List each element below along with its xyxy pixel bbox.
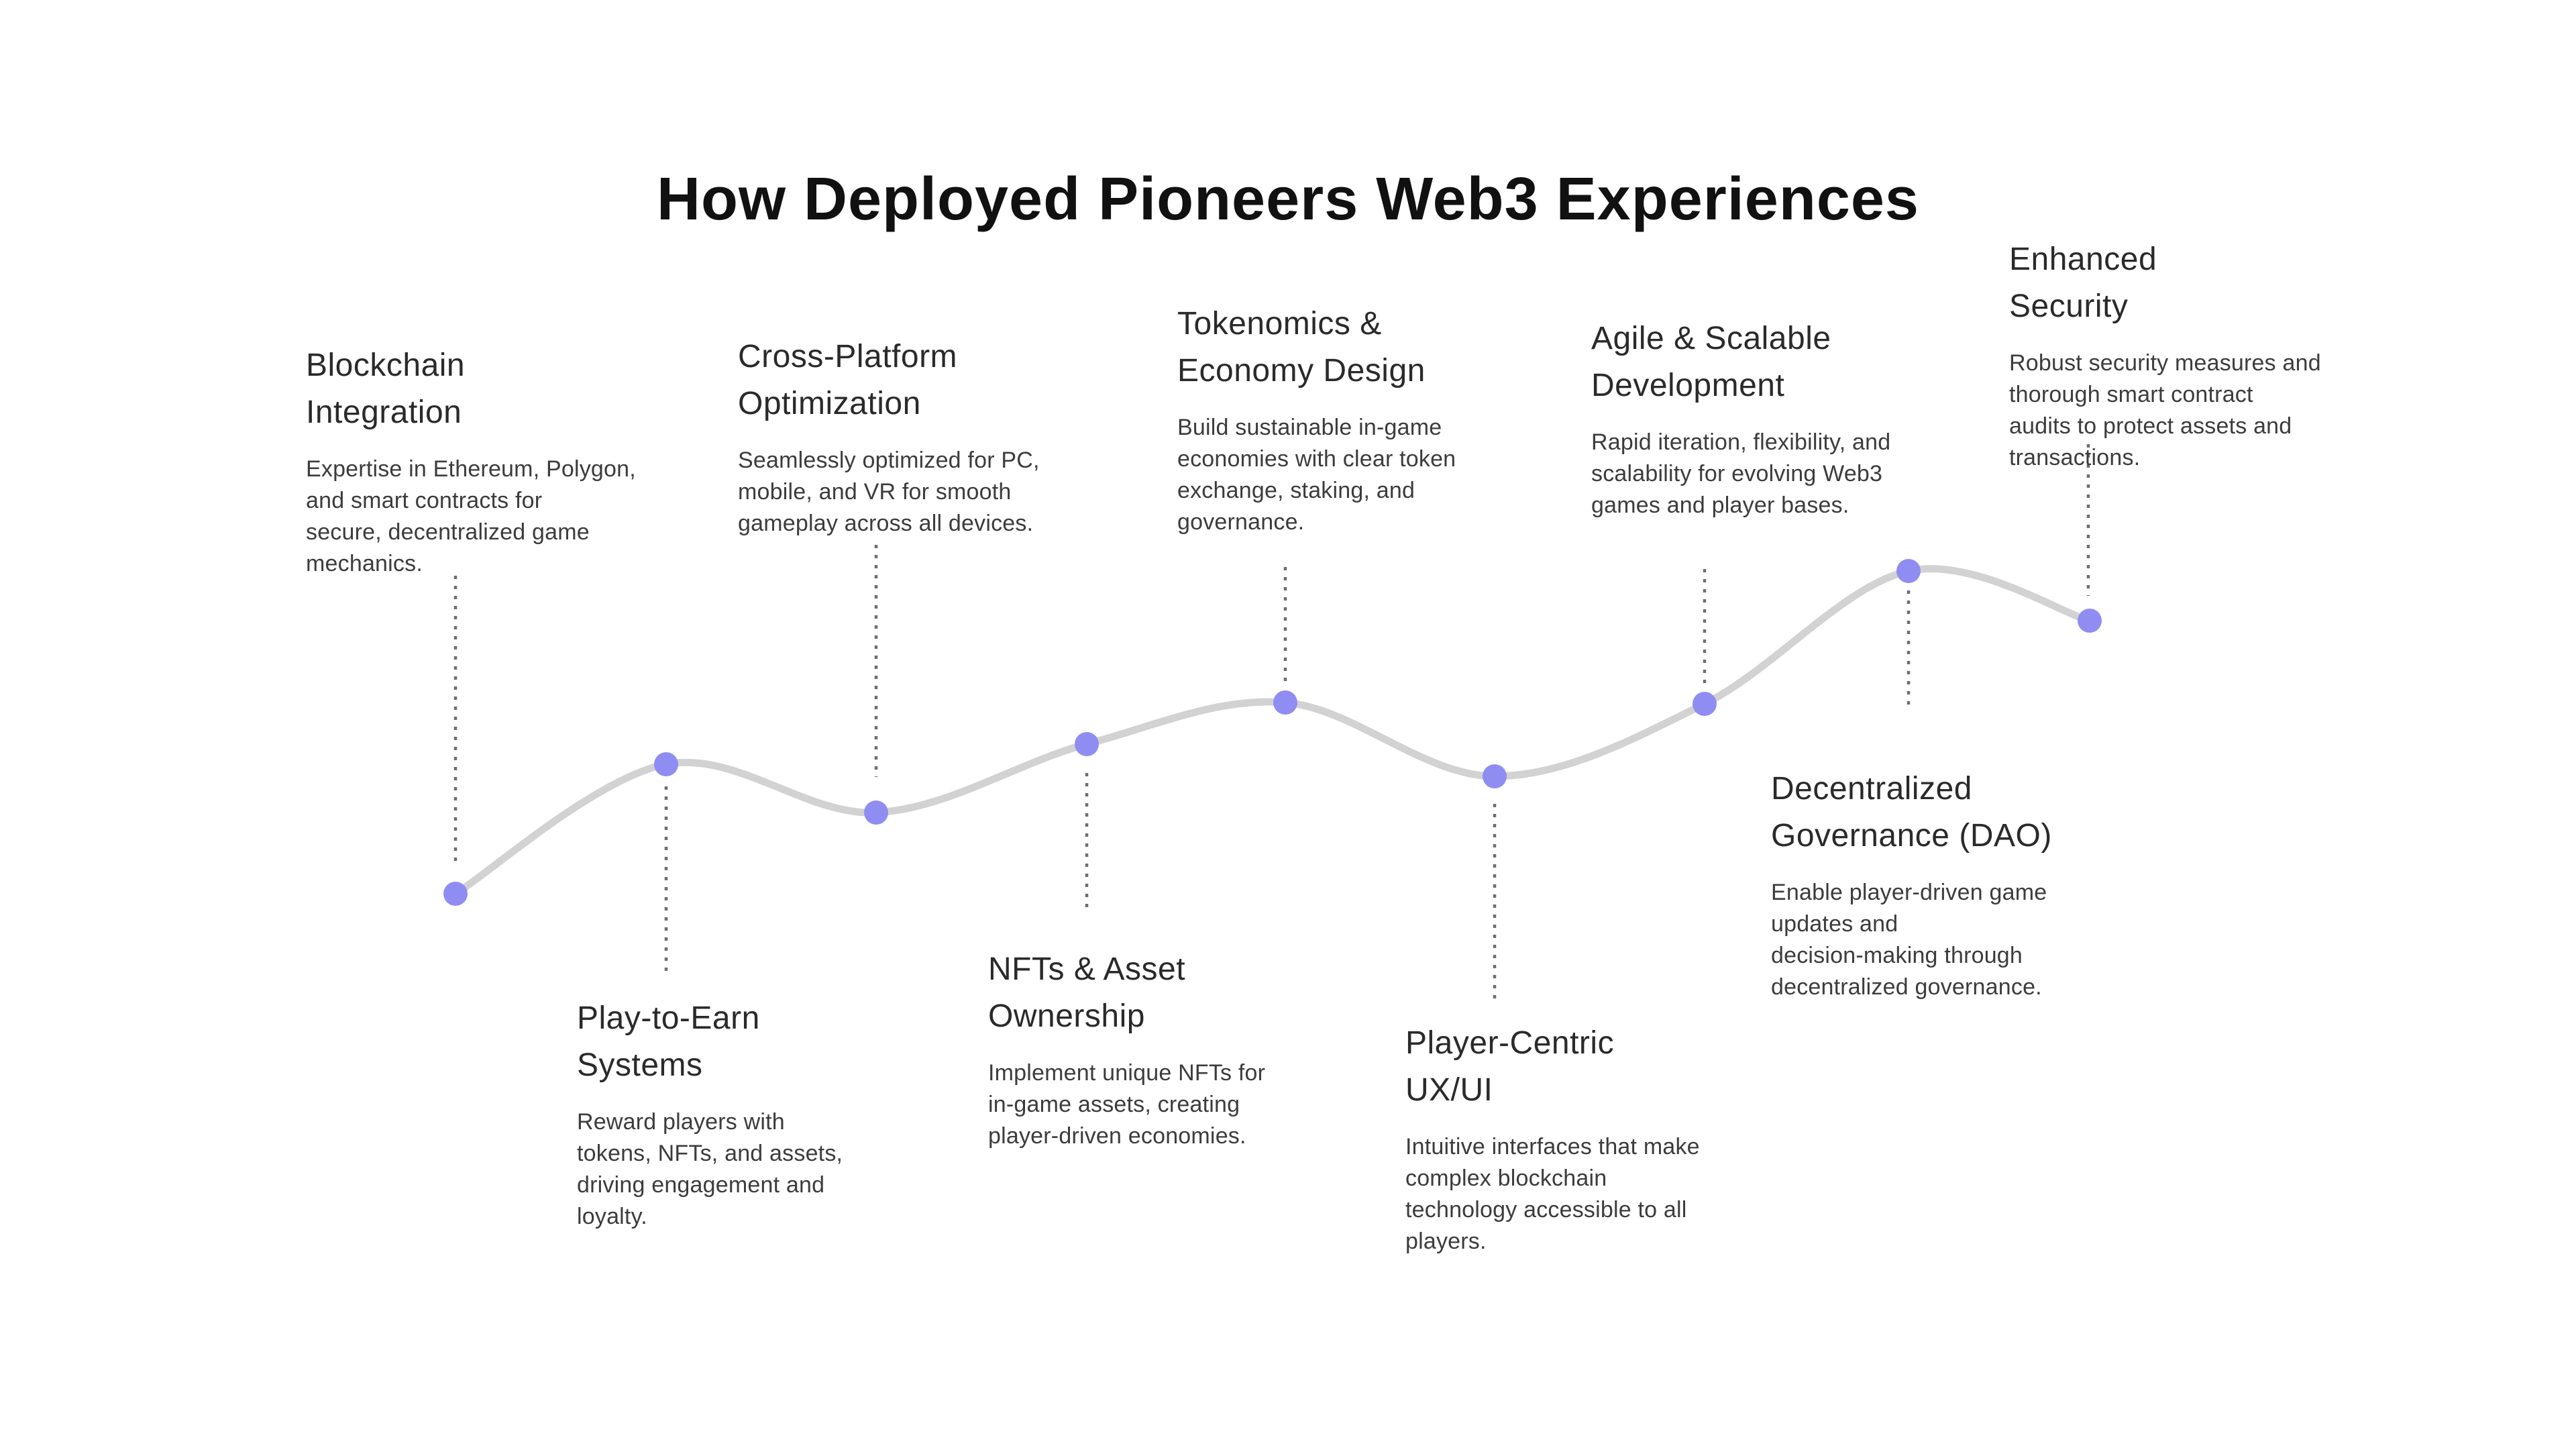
timeline-dot-2 bbox=[654, 752, 678, 776]
step-title: Player-Centric UX/UI bbox=[1405, 1025, 1615, 1108]
step-agile-scalable-development: Agile & Scalable Development Rapid itera… bbox=[1591, 315, 1994, 521]
step-title: Blockchain Integration bbox=[306, 348, 466, 430]
timeline-dots bbox=[443, 559, 2102, 906]
step-nfts-asset-ownership: NFTs & Asset Ownership Implement unique … bbox=[988, 946, 1391, 1152]
step-description: Expertise in Ethereum, Polygon, and smar… bbox=[306, 456, 636, 576]
step-description: Intuitive interfaces that make complex b… bbox=[1405, 1134, 1700, 1254]
step-description: Build sustainable in-game economies with… bbox=[1177, 415, 1456, 535]
timeline-dot-8 bbox=[1896, 559, 1921, 583]
step-description: Implement unique NFTs for in-game assets… bbox=[988, 1060, 1266, 1149]
step-title: Play-to-Earn Systems bbox=[577, 1000, 760, 1083]
timeline-dot-7 bbox=[1693, 692, 1717, 716]
step-title: Cross-Platform Optimization bbox=[738, 339, 958, 421]
step-player-centric-ux-ui: Player-Centric UX/UI Intuitive interface… bbox=[1405, 1020, 1808, 1257]
timeline-dot-6 bbox=[1483, 764, 1507, 788]
step-cross-platform-optimization: Cross-Platform Optimization Seamlessly o… bbox=[738, 333, 1140, 539]
step-title: Decentralized Governance (DAO) bbox=[1771, 771, 2052, 853]
step-tokenomics-economy-design: Tokenomics & Economy Design Build sustai… bbox=[1177, 301, 1580, 538]
step-decentralized-governance-dao: Decentralized Governance (DAO) Enable pl… bbox=[1771, 766, 2174, 1003]
timeline-dot-3 bbox=[864, 800, 888, 825]
step-blockchain-integration: Blockchain Integration Expertise in Ethe… bbox=[306, 342, 708, 580]
timeline-dot-5 bbox=[1273, 690, 1297, 715]
step-description: Reward players with tokens, NFTs, and as… bbox=[577, 1109, 843, 1229]
timeline-dot-1 bbox=[443, 882, 468, 906]
step-description: Rapid iteration, flexibility, and scalab… bbox=[1591, 429, 1891, 518]
step-title: Enhanced Security bbox=[2009, 242, 2157, 324]
step-description: Robust security measures and thorough sm… bbox=[2009, 350, 2321, 470]
step-play-to-earn-systems: Play-to-Earn Systems Reward players with… bbox=[577, 995, 979, 1233]
page-title: How Deployed Pioneers Web3 Experiences bbox=[657, 166, 1919, 234]
step-title: Tokenomics & Economy Design bbox=[1177, 306, 1426, 389]
step-title: Agile & Scalable Development bbox=[1591, 321, 1831, 403]
step-description: Enable player-driven game updates and de… bbox=[1771, 880, 2047, 1000]
step-enhanced-security: Enhanced Security Robust security measur… bbox=[2009, 236, 2412, 474]
timeline-dot-4 bbox=[1075, 732, 1099, 756]
timeline-dot-9 bbox=[2078, 609, 2102, 633]
step-description: Seamlessly optimized for PC, mobile, and… bbox=[738, 448, 1040, 536]
connector-dotted-lines bbox=[453, 444, 2090, 1003]
step-title: NFTs & Asset Ownership bbox=[988, 951, 1186, 1034]
